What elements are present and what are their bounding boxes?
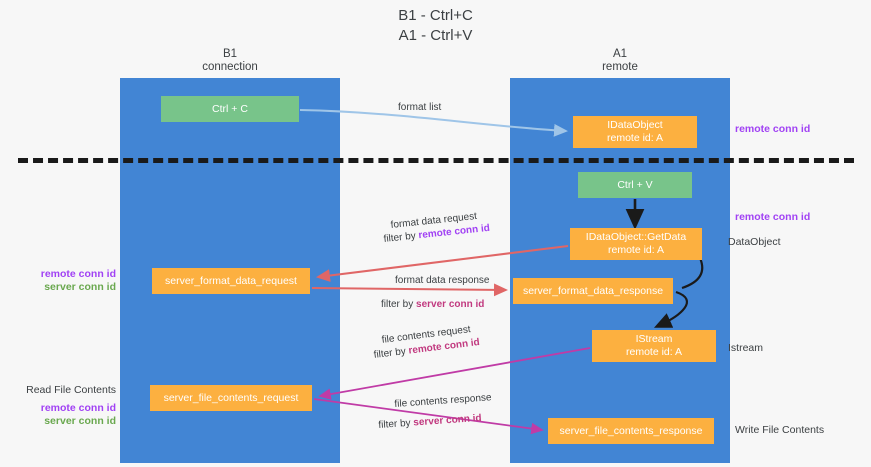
box-istream-line1: IStream [635,333,673,345]
box-server-format-data-response[interactable]: server_format_data_response [513,278,673,304]
phase-divider [18,158,854,163]
filter-prefix: filter by [383,230,420,245]
box-sfdresp-label: server_format_data_response [522,284,664,297]
annotation-left-server-conn-id-mid: server conn id [44,281,116,293]
box-sfdreq-label: server_format_data_request [165,274,297,287]
lane-a1-name: A1 [612,48,628,60]
arrow-file-contents-response [313,398,544,435]
lane-a1-subtitle: remote [602,61,638,73]
arrow-file-contents-request [318,347,591,400]
title-line-1: B1 - Ctrl+C [398,7,473,24]
annotation-left-conn-ids-mid: remote conn id server conn id [22,268,116,294]
edge-label-format-list: format list [398,102,442,113]
box-server-format-data-request[interactable]: server_format_data_request [152,268,310,294]
box-server-file-contents-request[interactable]: server_file_contents_request [150,385,312,411]
annotation-dataobject: DataObject [728,236,781,248]
filter-prefix: filter by [378,417,414,431]
title-line-2: A1 - Ctrl+V [398,27,473,44]
box-ctrl-v-label: Ctrl + V [617,178,653,191]
lane-header-a1: A1 remote [510,48,730,74]
box-idataobject[interactable]: IDataObject remote id: A [573,116,697,148]
box-getdata-line2: remote id: A [607,244,665,256]
box-ctrl-c[interactable]: Ctrl + C [161,96,299,122]
annotation-left-remote-conn-id-low: remote conn id [40,402,116,414]
filter-key-server-conn-id: server conn id [416,299,485,310]
annotation-istream: Istream [728,342,764,354]
annotation-left-conn-ids-low: remote conn id server conn id [22,402,116,428]
annotation-left-server-conn-id-low: server conn id [44,415,116,427]
box-istream-line2: remote id: A [625,346,683,358]
annotation-right-remote-conn-id-mid: remote conn id [735,211,811,223]
filter-prefix: filter by [381,299,417,310]
box-idataobject-getdata[interactable]: IDataObject::GetData remote id: A [570,228,702,260]
annotation-read-file-contents: Read File Contents [26,384,116,396]
box-idataobject-line2: remote id: A [606,132,664,144]
arrow-format-list [299,109,568,137]
annotation-right-remote-conn-id-top: remote conn id [735,123,811,135]
box-istream[interactable]: IStream remote id: A [592,330,716,362]
box-ctrl-v[interactable]: Ctrl + V [578,172,692,198]
box-server-file-contents-response[interactable]: server_file_contents_response [548,418,714,444]
lane-b1-subtitle: connection [202,61,258,73]
box-idataobject-line1: IDataObject [607,119,663,131]
arrow-response-istream [653,290,689,328]
lane-header-b1: B1 connection [120,48,340,74]
annotation-left-remote-conn-id-mid: remote conn id [40,268,116,280]
box-sfcreq-label: server_file_contents_request [163,391,299,404]
edge-label-format-data-response-filter: filter by server conn id [381,298,484,311]
lane-b1-name: B1 [222,48,238,60]
box-ctrl-c-label: Ctrl + C [212,102,248,115]
arrow-format-data-response [311,283,508,297]
arrow-format-data-request [316,245,569,282]
arrow-getdata-down [681,257,704,290]
box-sfcresp-label: server_file_contents_response [559,424,703,437]
annotation-write-file-contents: Write File Contents [735,424,825,436]
page-title: B1 - Ctrl+C A1 - Ctrl+V [0,6,871,46]
edge-label-format-data-response: format data response [395,275,490,286]
box-getdata-line1: IDataObject::GetData [585,231,687,243]
